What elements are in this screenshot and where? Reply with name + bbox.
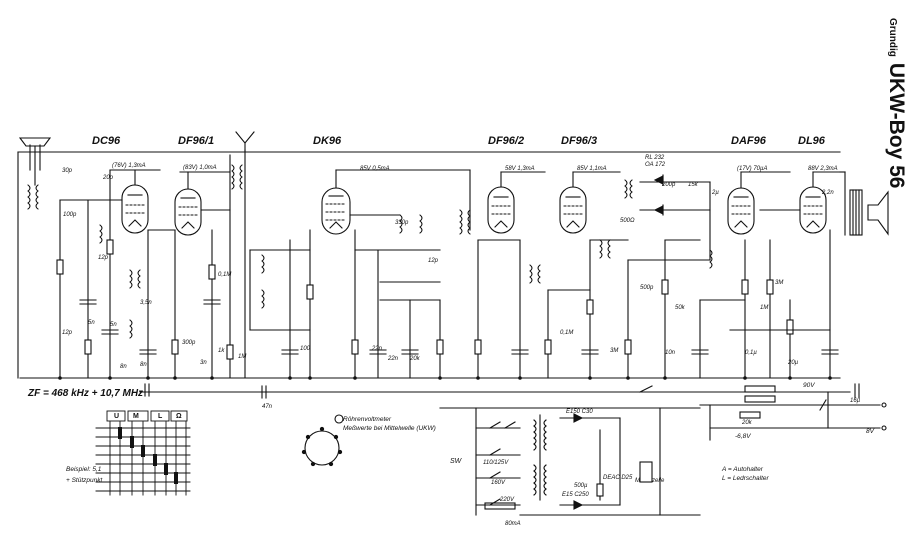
component-value: 1M <box>760 305 769 311</box>
measure-note-line1: Röhrenvoltmeter <box>343 416 392 423</box>
component-value: 5n <box>110 322 117 328</box>
component-value: 500p <box>640 285 654 291</box>
if-frequency-note: ZF = 468 kHz + 10,7 MHz <box>28 388 144 399</box>
component-value: 2µ <box>712 190 719 196</box>
component-value: 1M <box>238 354 247 360</box>
component-value: 0,1M <box>560 330 574 336</box>
tube-label-dk96: DK96 <box>313 135 342 147</box>
component-value: 300p <box>182 340 196 346</box>
tube-socket-pinout <box>301 426 343 467</box>
component-value: 200p <box>662 182 676 188</box>
tube-voltage-7: 88V 2,3mA <box>808 166 838 172</box>
component-value: 5n <box>88 320 95 326</box>
supply-minus68v-label: -6,8V <box>735 433 751 440</box>
measure-note-line2: Meßwerte bei Mittelwelle (UKW) <box>343 425 436 432</box>
tube-label-daf96: DAF96 <box>731 135 766 147</box>
switch-legend-line1: Beispiel: 5,1 <box>66 466 102 473</box>
tube-voltage-2: (83V) 1,0mA <box>183 165 217 171</box>
supply-8v-label: 8V <box>866 428 874 435</box>
tube-label-df96-1: DF96/1 <box>178 135 215 147</box>
tube-label-dl96: DL96 <box>798 135 825 147</box>
component-value: OA 172 <box>645 162 666 168</box>
component-value: 22n <box>372 346 383 352</box>
component-value: 8n <box>140 362 147 368</box>
component-value: 8n <box>120 364 127 370</box>
component-value: 20µ <box>788 360 799 366</box>
component-value: 20k <box>410 356 420 362</box>
tube-label-df96-2: DF96/2 <box>488 135 525 147</box>
tube-voltage-3: 85V 0,5mA <box>360 166 390 172</box>
component-value: 16µ <box>850 398 861 404</box>
power-160v-label: 160V <box>491 480 506 486</box>
rectifier-1-label: E150 C30 <box>566 409 593 415</box>
component-value: 3M <box>775 280 784 286</box>
component-value: 500Ω <box>620 218 635 224</box>
tube-voltage-6: (17V) 70µA <box>737 166 768 172</box>
power-current-label: 80mA <box>505 521 521 527</box>
component-value: 100 <box>300 346 311 352</box>
rectifier-2-label: E15 C250 <box>562 492 589 498</box>
component-value: 47n <box>262 404 273 410</box>
switch-header-l: L <box>158 413 163 420</box>
power-220v-label: 220V <box>500 497 515 503</box>
tube-label-dc96: DC96 <box>92 135 121 147</box>
component-value: 50k <box>675 305 685 311</box>
component-value: 30p <box>62 168 73 174</box>
switch-legend-line2: + Stützpunkt <box>66 477 103 484</box>
power-sw-label: SW <box>450 458 462 465</box>
component-value: 22n <box>388 356 399 362</box>
component-value: 15k <box>688 182 698 188</box>
legend-autohalter: A = Autohalter <box>722 466 763 473</box>
rod-antenna-icon <box>235 131 255 153</box>
component-value: 12p <box>62 330 73 336</box>
component-value: 20p <box>103 175 114 181</box>
component-value: 3,5n <box>140 300 152 306</box>
component-value: 1k <box>218 348 225 354</box>
power-110v-label: 110/125V <box>483 460 509 466</box>
switch-header-omega: Ω <box>176 413 182 420</box>
power-transformer <box>439 407 701 516</box>
switch-header-m: M <box>133 413 139 420</box>
power-cap-label: 500µ <box>574 483 588 489</box>
component-value: 0,1µ <box>745 350 757 356</box>
component-value: RL 232 <box>645 155 665 161</box>
tube-voltage-1: (76V) 1,3mA <box>112 163 146 169</box>
component-value: 12p <box>428 258 439 264</box>
tube-label-df96-3: DF96/3 <box>561 135 598 147</box>
switch-header-u: U <box>114 413 120 420</box>
component-value: 0,1M <box>218 272 232 278</box>
antenna-dipole-icon <box>18 137 52 147</box>
component-value: 12p <box>98 255 109 261</box>
component-value: 3n <box>200 360 207 366</box>
supply-90v-label: 90V <box>803 382 815 389</box>
legend-lederschalter: L = Ledrschalter <box>722 475 769 482</box>
component-value: 2,2n <box>822 190 834 196</box>
tube-voltage-5: 85V 1,1mA <box>577 166 607 172</box>
speaker-icon <box>839 171 889 236</box>
component-value: 20k <box>742 420 752 426</box>
component-value: 10n <box>665 350 676 356</box>
component-value: 3M <box>610 348 619 354</box>
voltmeter-symbol <box>334 414 344 424</box>
component-value: 100p <box>63 212 77 218</box>
deac-label: DEAC D25 <box>603 475 633 481</box>
tube-voltage-4: 58V 1,3mA <box>505 166 535 172</box>
